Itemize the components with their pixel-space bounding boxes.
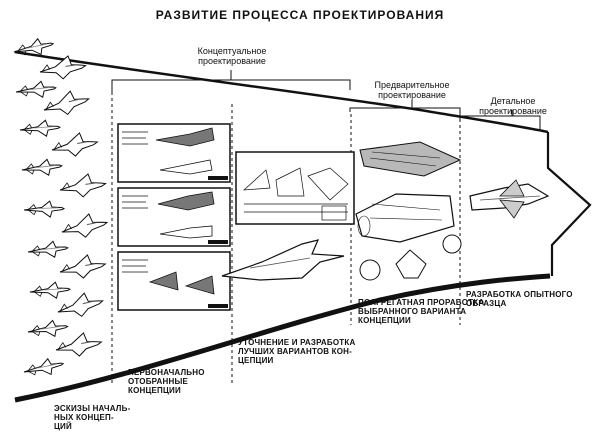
funnel-bottom-edge [14, 273, 551, 403]
funnel-top-edge [14, 50, 549, 134]
concept-sheets [117, 123, 231, 311]
page-title: РАЗВИТИЕ ПРОЦЕССА ПРОЕКТИРОВАНИЯ [155, 8, 445, 22]
unit-design [355, 141, 462, 281]
refined-drawings [221, 151, 355, 281]
stage-initial-label: ПЕРВОНАЧАЛЬНО ОТОБРАННЫЕ КОНЦЕПЦИИ [128, 368, 205, 395]
stage-refine-label: УТОЧНЕНИЕ И РАЗРАБОТКА ЛУЧШИХ ВАРИАНТОВ … [238, 338, 356, 365]
conceptual-bracket [111, 79, 351, 92]
sketch-planes [11, 35, 110, 381]
funnel-arrow-head [546, 132, 592, 276]
stage-prototype-label: РАЗРАБОТКА ОПЫТНОГО ОБРАЗЦА [466, 290, 573, 308]
stage-unit-label: ПОАГРЕГАТНАЯ ПРОРАБОТКА ВЫБРАННОГО ВАРИА… [358, 298, 485, 325]
prototype-aircraft [469, 179, 550, 219]
detailed-bracket [459, 115, 541, 130]
phase-conceptual-label: Концептуальное проектирование [197, 46, 267, 66]
refined-plane [221, 239, 345, 281]
phase-detailed-label: Детальное проектирование [479, 96, 547, 116]
stage-sketches-label: ЭСКИЗЫ НАЧАЛЬ- НЫХ КОНЦЕП- ЦИЙ [54, 404, 131, 431]
phase-preliminary-label: Предварительное проектирование [374, 80, 450, 100]
preliminary-bracket [349, 107, 461, 122]
